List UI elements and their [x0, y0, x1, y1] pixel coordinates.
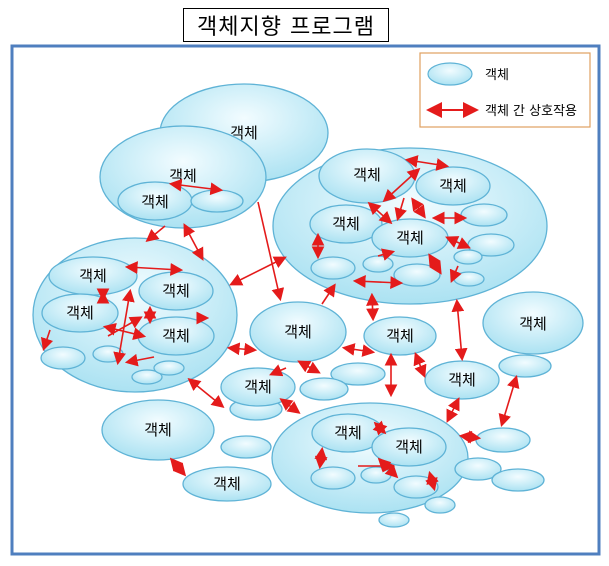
- object-inner: [190, 189, 244, 213]
- object-inner: [40, 346, 86, 370]
- object: [363, 316, 437, 356]
- object: [378, 512, 410, 528]
- object: [220, 435, 272, 459]
- object-inner: [371, 427, 447, 467]
- object-label: 객체: [519, 315, 547, 333]
- object: [491, 468, 545, 492]
- object-label: 객체: [439, 177, 467, 195]
- diagram-title: 객체지향 프로그램: [183, 8, 389, 42]
- object-label: 객체: [141, 193, 169, 211]
- legend: 객체 객체 간 상호작용: [419, 52, 591, 128]
- object-label: 객체: [396, 229, 424, 247]
- object-inner: [453, 249, 483, 265]
- object-label: 객체: [353, 166, 381, 184]
- legend-object-label: 객체: [485, 68, 509, 83]
- object: [482, 291, 584, 355]
- object-label: 객체: [162, 327, 190, 345]
- object-label: 객체: [334, 424, 362, 442]
- object-label: 객체: [395, 438, 423, 456]
- object-label: 객체: [144, 421, 172, 439]
- object-label: 객체: [332, 215, 360, 233]
- legend-object-swatch: [427, 62, 473, 86]
- object-label: 객체: [244, 378, 272, 396]
- legend-interaction-label: 객체 간 상호작용: [485, 104, 577, 119]
- object-label: 객체: [66, 304, 94, 322]
- diagram-frame: [10, 44, 601, 556]
- object: [475, 427, 531, 453]
- object-inner: [310, 466, 356, 490]
- object-label: 객체: [448, 371, 476, 389]
- object-label: 객체: [284, 323, 312, 341]
- object-label: 객체: [169, 167, 197, 185]
- object-inner: [360, 466, 392, 484]
- interaction-arrows: [40, 155, 520, 492]
- object-label: 객체: [213, 475, 241, 493]
- object: [424, 496, 456, 514]
- object-inner: [153, 360, 185, 376]
- object-label: 객체: [230, 124, 258, 142]
- object-inner: [310, 256, 356, 280]
- object: [299, 377, 349, 401]
- object: [454, 457, 502, 481]
- object-inner: [460, 203, 508, 227]
- object-inner: [131, 369, 163, 385]
- object-label: 객체: [386, 327, 414, 345]
- object-inner: [362, 255, 394, 273]
- object: [182, 466, 272, 502]
- object: [498, 354, 552, 378]
- object-label: 객체: [162, 282, 190, 300]
- object: [101, 399, 215, 461]
- object-inner: [393, 263, 441, 287]
- object-inner: [453, 271, 485, 287]
- object-label: 객체: [79, 267, 107, 285]
